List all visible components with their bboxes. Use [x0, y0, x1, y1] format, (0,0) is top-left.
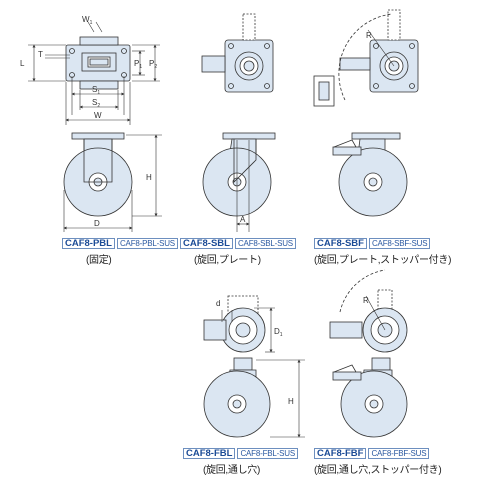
side-view-swivel-plate-caster [202, 132, 276, 217]
model-note: (旋回,プレート,ストッパー付き) [314, 255, 452, 266]
dimension-lines [28, 21, 395, 438]
top-view-swivel-thru-hole [203, 295, 266, 353]
model-note: (旋回,通し穴) [203, 465, 261, 476]
dimension-text: W1 T L P1 P2 S1 S2 W D H A R d D1 H R [20, 15, 372, 406]
dim-s1: S1 [92, 85, 100, 96]
model-code: CAF8-FBF [314, 448, 367, 459]
model-code-sus: CAF8-SBL-SUS [234, 238, 296, 249]
dim-d-small: d [216, 299, 220, 308]
label-group-fbl: CAF8-FBL CAF8-FBL-SUS (旋回,通し穴) [183, 448, 298, 476]
dim-s2: S2 [92, 98, 100, 109]
dim-p2: P2 [149, 59, 157, 70]
top-view-swivel-plate [201, 13, 274, 93]
top-view-swivel-thru-hole-stopper [329, 269, 408, 353]
dim-r-lower: R [363, 296, 369, 305]
model-note: (旋回,通し穴,ストッパー付き) [314, 465, 442, 476]
model-code: CAF8-FBL [183, 448, 236, 459]
top-view-fixed-plate [65, 36, 131, 90]
label-group-sbf: CAF8-SBF CAF8-SBF-SUS (旋回,プレート,ストッパー付き) [314, 238, 451, 266]
model-code: CAF8-SBL [180, 238, 233, 249]
model-code: CAF8-PBL [62, 238, 115, 249]
side-view-swivel-thru-hole-stopper-caster [332, 357, 408, 438]
model-note: (旋回,プレート) [194, 255, 261, 266]
dim-d1: D1 [274, 327, 283, 338]
label-group-sbl: CAF8-SBL CAF8-SBL-SUS (旋回,プレート) [180, 238, 296, 266]
dim-l: L [20, 59, 25, 68]
dim-r-top: R [366, 31, 372, 40]
model-code: CAF8-SBF [314, 238, 367, 249]
side-view-swivel-thru-hole-caster [203, 357, 271, 438]
model-code-sus: CAF8-PBL-SUS [116, 238, 178, 249]
model-code-sus: CAF8-SBF-SUS [368, 238, 431, 249]
dim-w1: W1 [82, 15, 93, 26]
label-group-pbl: CAF8-PBL CAF8-PBL-SUS (固定) [62, 238, 178, 266]
model-code-sus: CAF8-FBF-SUS [368, 448, 430, 459]
dim-h-lower: H [288, 397, 294, 406]
label-group-fbf: CAF8-FBF CAF8-FBF-SUS (旋回,通し穴,ストッパー付き) [314, 448, 442, 476]
dim-d: D [94, 219, 100, 228]
dim-w: W [94, 111, 102, 120]
dim-t: T [38, 50, 43, 59]
dim-h: H [146, 173, 152, 182]
dim-a: A [240, 215, 246, 224]
side-view-fixed-caster [63, 132, 133, 217]
dim-p1: P1 [134, 59, 142, 70]
top-view-swivel-stopper [313, 9, 419, 107]
side-view-swivel-stopper-caster [332, 132, 408, 217]
model-note: (固定) [86, 255, 112, 266]
model-code-sus: CAF8-FBL-SUS [237, 448, 298, 459]
